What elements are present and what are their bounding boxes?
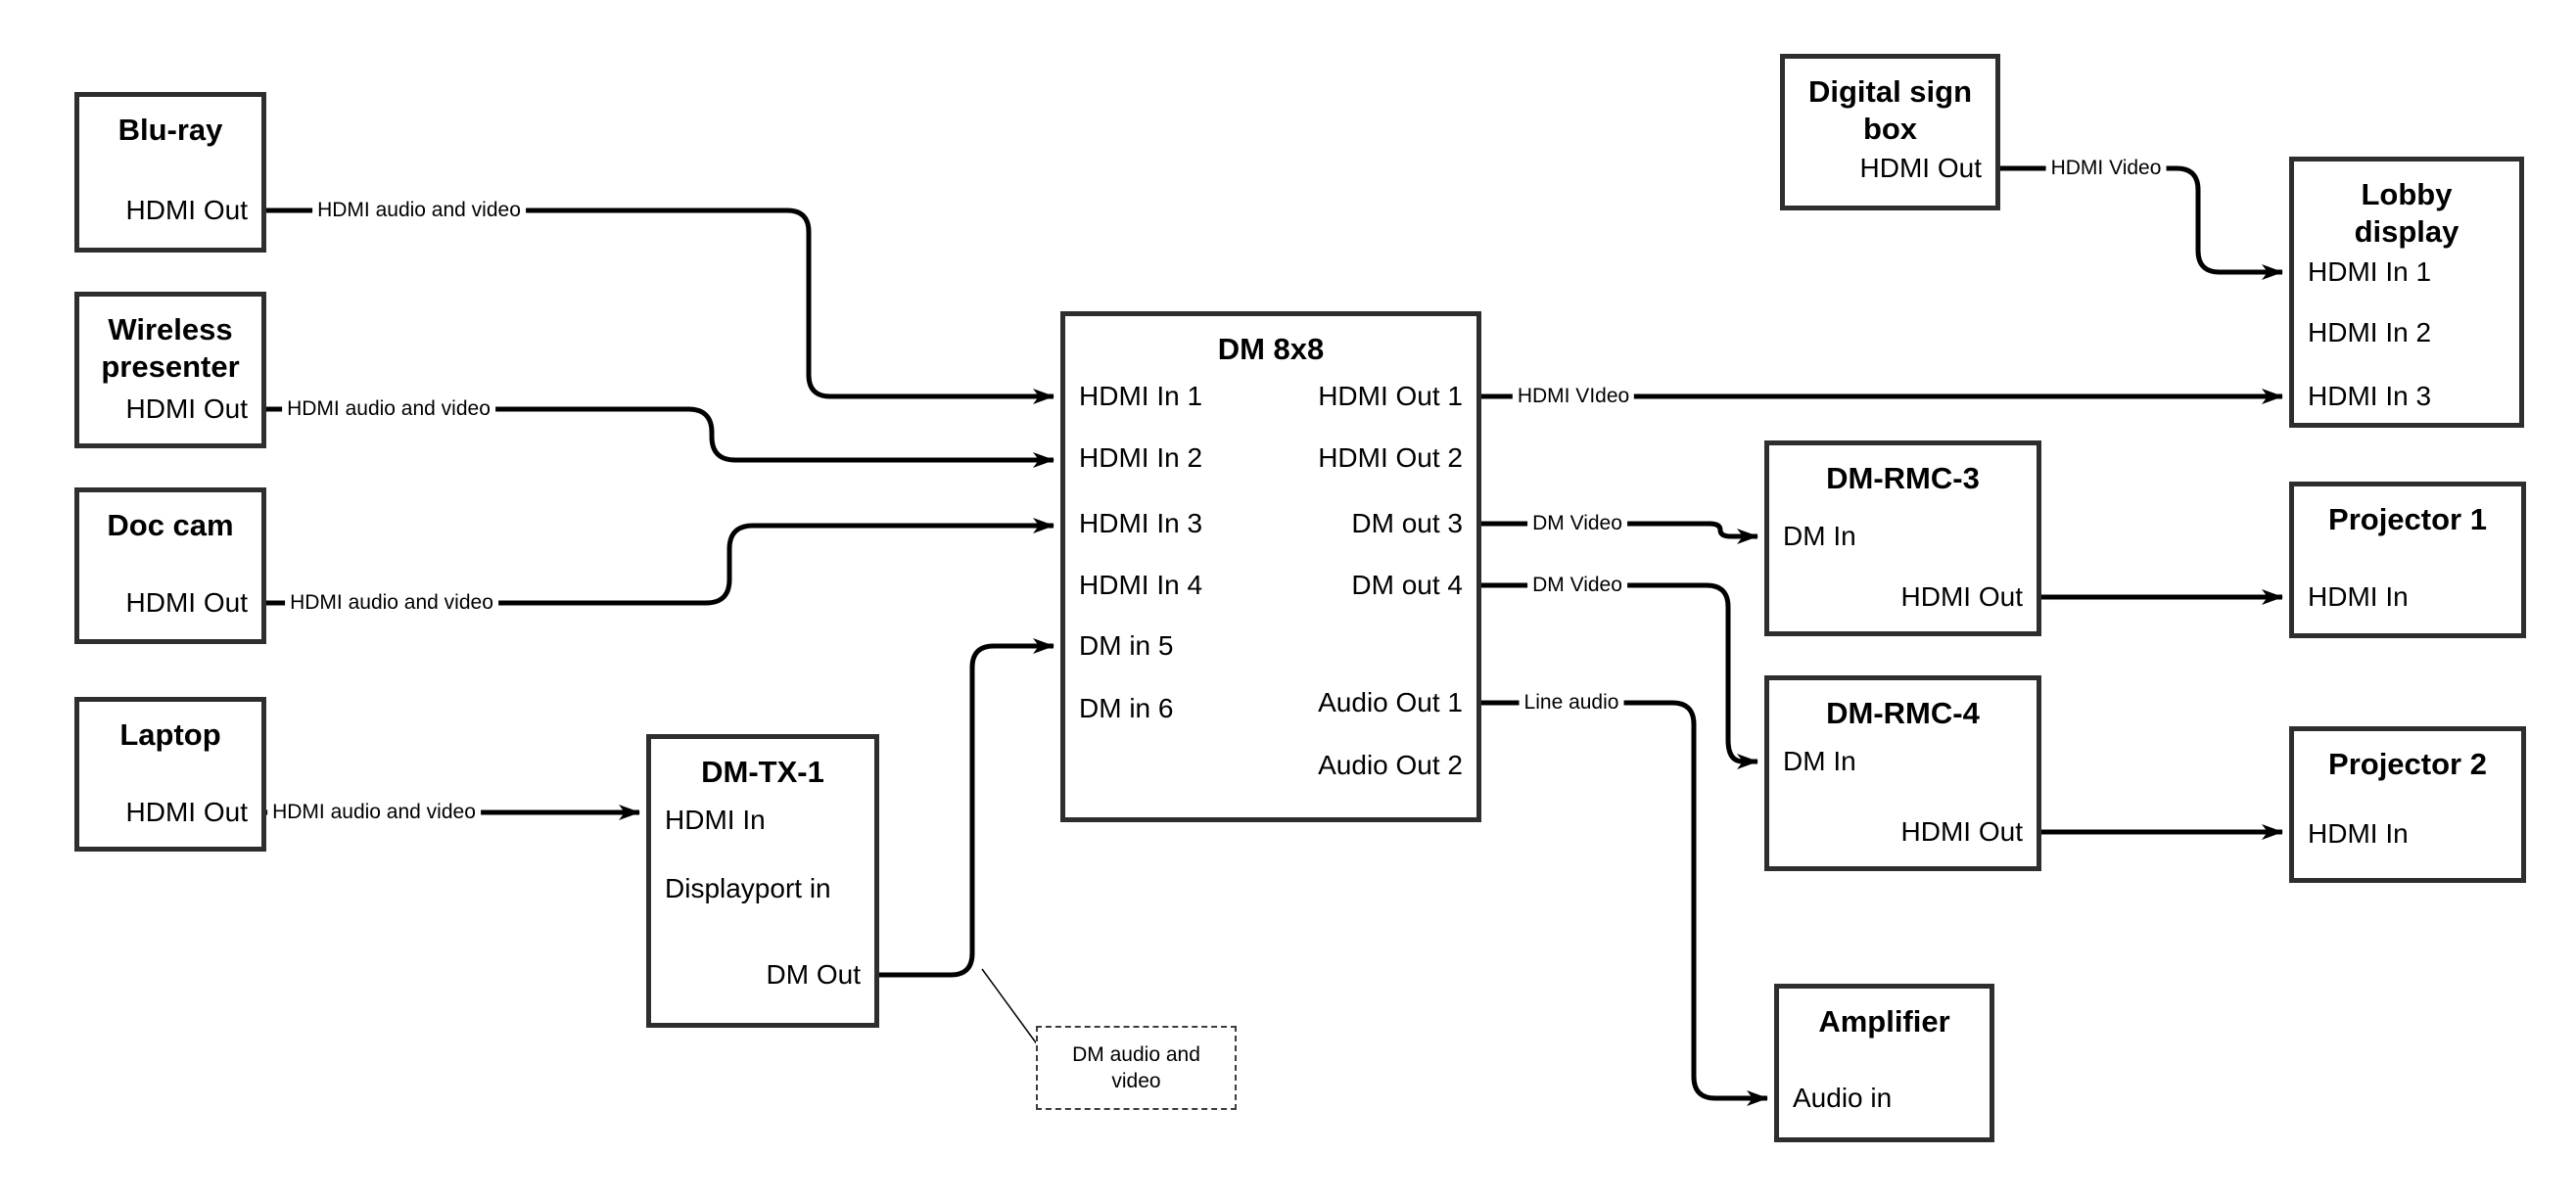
port-projector-1-hdmi-in: HDMI In	[2308, 581, 2409, 612]
node-title-projector-2: Projector 2	[2294, 731, 2521, 783]
port-dm-tx-1-dm-out: DM Out	[766, 959, 861, 990]
node-title-line: Doc cam	[107, 508, 234, 542]
callout-text-line: DM audio and	[1072, 1043, 1200, 1066]
node-title-line: Laptop	[119, 717, 221, 752]
port-digital-sign-box-hdmi-out: HDMI Out	[1859, 153, 1982, 183]
port-dm-8x8-dm-out-3: DM out 3	[1351, 508, 1463, 538]
port-dm-rmc-3-hdmi-out: HDMI Out	[1900, 581, 2023, 612]
callout-text-line: video	[1111, 1070, 1161, 1092]
port-dm-8x8-dm-out-4: DM out 4	[1351, 570, 1463, 600]
port-wireless-presenter-hdmi-out: HDMI Out	[125, 393, 248, 424]
node-title-line: DM-TX-1	[701, 755, 824, 789]
node-title-line: presenter	[101, 349, 240, 384]
edge-dm8x8-audio1-to-amplifier	[1481, 700, 1768, 1106]
node-title-line: Amplifier	[1818, 1004, 1950, 1039]
node-title-line: display	[2354, 214, 2459, 249]
port-lobby-display-hdmi-in-1: HDMI In 1	[2308, 256, 2432, 287]
port-dm-8x8-dm-in-6: DM in 6	[1079, 693, 1174, 723]
node-title-line: DM 8x8	[1217, 332, 1325, 366]
node-title-line: Lobby	[2361, 177, 2453, 211]
port-dm-8x8-hdmi-out-1: HDMI Out 1	[1318, 381, 1463, 411]
node-title-line: Wireless	[108, 312, 233, 346]
node-title-dm-rmc-4: DM-RMC-4	[1769, 680, 2037, 732]
node-title-line: Projector 1	[2328, 502, 2487, 536]
port-dm-8x8-hdmi-in-3: HDMI In 3	[1079, 508, 1203, 538]
port-dm-8x8-hdmi-in-2: HDMI In 2	[1079, 442, 1203, 473]
edge-label-dm8x8-out3-to-rmc3: DM Video	[1527, 511, 1627, 536]
node-title-line: Digital sign	[1807, 74, 1973, 109]
port-dm-rmc-4-dm-in: DM In	[1783, 746, 1856, 776]
edge-digitalsign-to-lobby-in1	[2000, 165, 2283, 280]
node-title-amplifier: Amplifier	[1779, 989, 1990, 1040]
node-title-blu-ray: Blu-ray	[79, 97, 261, 149]
edge-label-laptop-to-dmtx1: HDMI audio and video	[267, 800, 481, 825]
edge-bluray-to-dm8x8-in1	[266, 208, 1054, 404]
edge-label-dm8x8-out4-to-rmc4: DM Video	[1527, 573, 1627, 598]
edge-doccam-to-dm8x8-in3	[266, 518, 1054, 606]
node-title-line: box	[1862, 112, 1918, 146]
node-dm-rmc-4: DM-RMC-4 DM In HDMI Out	[1764, 675, 2041, 871]
callout-leader-line	[981, 968, 1039, 1046]
node-projector-1: Projector 1 HDMI In	[2289, 482, 2526, 638]
port-amplifier-audio-in: Audio in	[1793, 1083, 1893, 1113]
edge-label-digitalsign-to-lobby-in1: HDMI Video	[2045, 156, 2167, 181]
port-dm-8x8-audio-out-1: Audio Out 1	[1318, 687, 1463, 717]
node-title-doc-cam: Doc cam	[79, 492, 261, 544]
port-laptop-hdmi-out: HDMI Out	[125, 797, 248, 827]
port-dm-8x8-hdmi-in-4: HDMI In 4	[1079, 570, 1203, 600]
node-title-line: DM-RMC-4	[1826, 696, 1980, 730]
edge-label-doccam-to-dm8x8-in3: HDMI audio and video	[285, 590, 498, 616]
port-doc-cam-hdmi-out: HDMI Out	[125, 587, 248, 618]
node-title-line: Blu-ray	[117, 113, 223, 147]
port-lobby-display-hdmi-in-3: HDMI In 3	[2308, 381, 2432, 411]
port-dm-tx-1-displayport-in: Displayport in	[665, 873, 831, 903]
edge-label-dm8x8-out1-to-lobby-in3: HDMI VIdeo	[1512, 384, 1635, 409]
node-title-dm-tx-1: DM-TX-1	[651, 739, 874, 791]
node-title-laptop: Laptop	[79, 702, 261, 754]
port-dm-8x8-hdmi-in-1: HDMI In 1	[1079, 381, 1203, 411]
port-dm-rmc-3-dm-in: DM In	[1783, 521, 1856, 551]
port-dm-tx-1-hdmi-in: HDMI In	[665, 805, 766, 835]
edge-label-dm8x8-audio1-to-amplifier: Line audio	[1519, 690, 1624, 716]
edge-wireless-to-dm8x8-in2	[266, 406, 1054, 468]
port-dm-8x8-hdmi-out-2: HDMI Out 2	[1318, 442, 1463, 473]
node-dm-rmc-3: DM-RMC-3 DM In HDMI Out	[1764, 440, 2041, 636]
edge-dm8x8-out4-to-rmc4	[1481, 582, 1758, 769]
port-projector-2-hdmi-in: HDMI In	[2308, 818, 2409, 849]
callout-dm-audio-and-video: DM audio and video	[1036, 1026, 1237, 1110]
port-dm-rmc-4-hdmi-out: HDMI Out	[1900, 816, 2023, 847]
node-title-dm-rmc-3: DM-RMC-3	[1769, 445, 2037, 497]
edge-label-bluray-to-dm8x8-in1: HDMI audio and video	[312, 198, 526, 223]
port-lobby-display-hdmi-in-2: HDMI In 2	[2308, 317, 2432, 347]
node-title-line: Projector 2	[2328, 747, 2487, 781]
node-title-dm-8x8: DM 8x8	[1065, 316, 1476, 368]
edge-dm8x8-out3-to-rmc3	[1481, 521, 1758, 544]
node-projector-2: Projector 2 HDMI In	[2289, 726, 2526, 883]
edge-dmtx1-to-dm8x8-in5	[879, 638, 1054, 978]
port-blu-ray-hdmi-out: HDMI Out	[125, 195, 248, 225]
edge-label-wireless-to-dm8x8-in2: HDMI audio and video	[282, 396, 495, 422]
node-title-projector-1: Projector 1	[2294, 486, 2521, 538]
port-dm-8x8-audio-out-2: Audio Out 2	[1318, 750, 1463, 780]
node-title-line: DM-RMC-3	[1826, 461, 1980, 495]
port-dm-8x8-dm-in-5: DM in 5	[1079, 630, 1174, 661]
